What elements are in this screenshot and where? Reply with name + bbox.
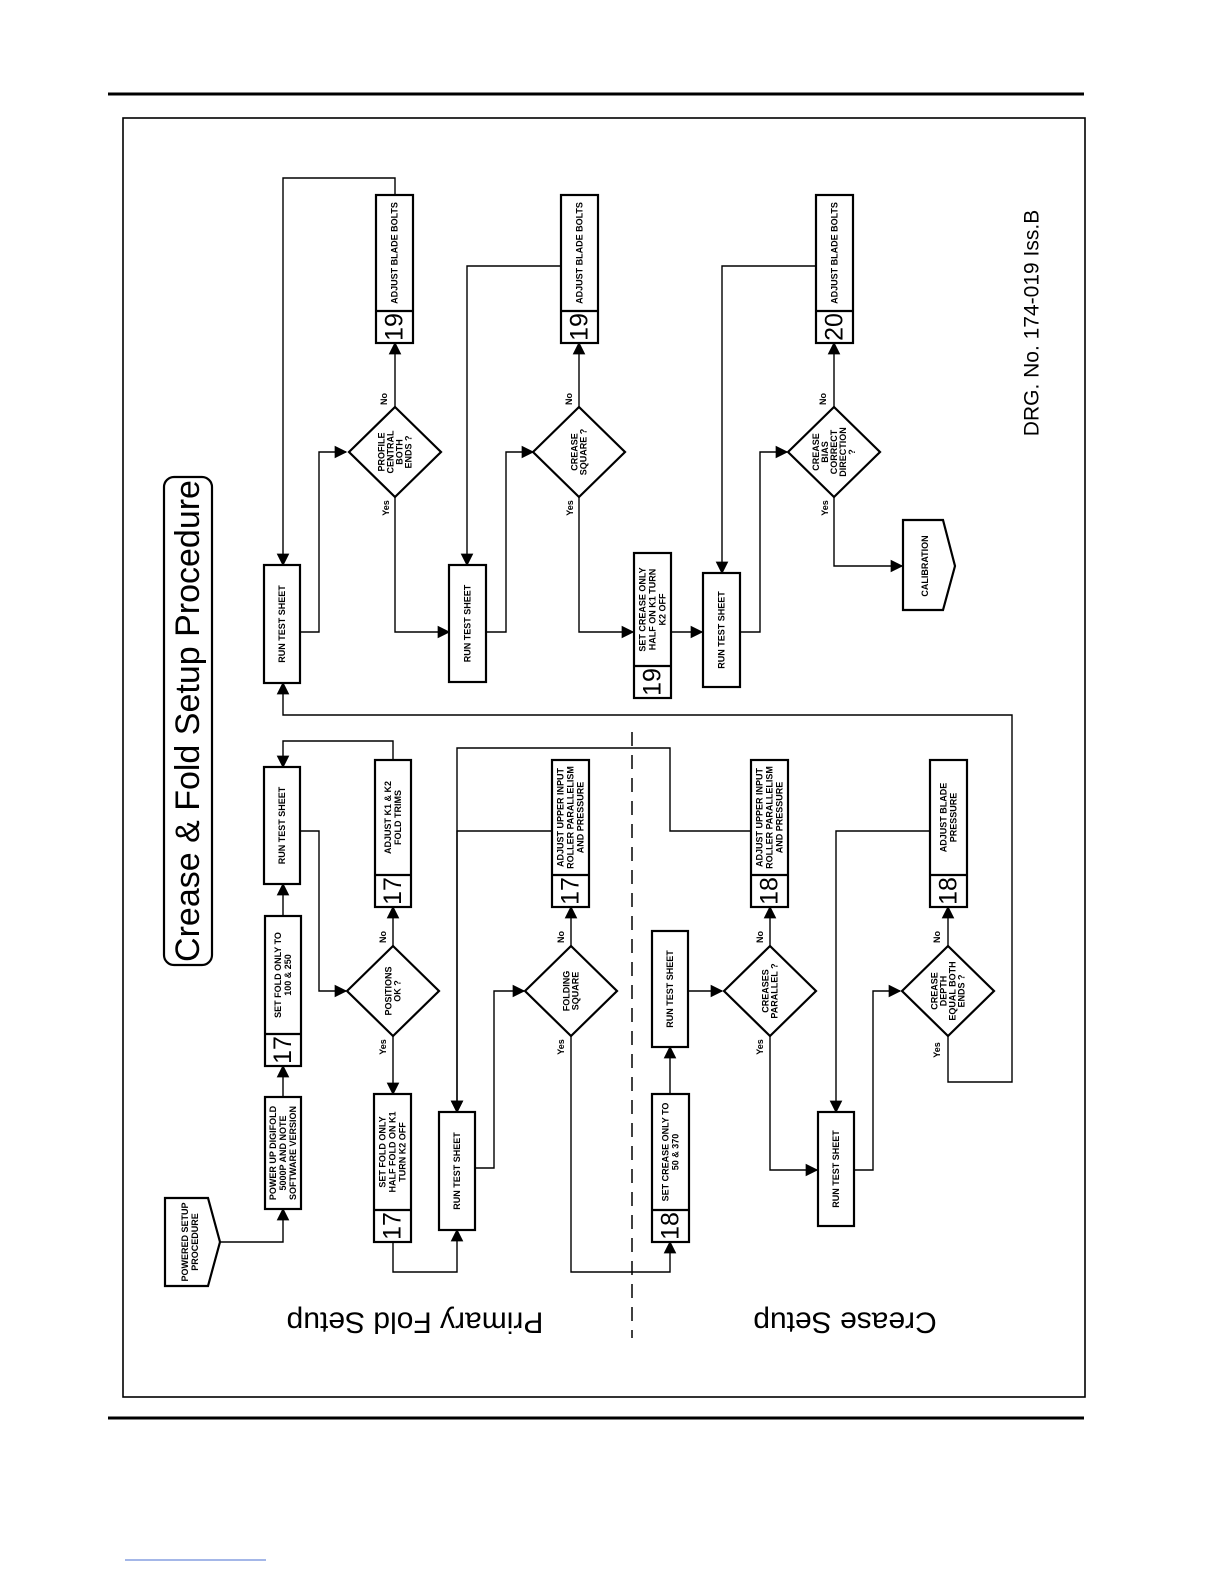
crease-only-step-label: SET CREASE ONLY TO50 & 370: [661, 1103, 681, 1202]
run-test-sheet-step-label: RUN TEST SHEET: [463, 584, 473, 662]
no-label: No: [818, 393, 828, 405]
folding-square-decision: [523, 944, 619, 1038]
run-test-sheet-step: [262, 563, 302, 685]
half-fold-step: [372, 1092, 413, 1244]
adjust-blade-bolts-step-section-number: 19: [566, 313, 594, 341]
roller-parallelism-step: [550, 758, 591, 909]
page-title: Crease & Fold Setup Procedure: [169, 480, 207, 962]
power-up-step: [263, 1095, 303, 1211]
blade-pressure-step: [928, 758, 969, 909]
fold-only-step: [263, 914, 303, 1068]
crease-only-step: [650, 1092, 691, 1244]
run-test-sheet-step-label: RUN TEST SHEET: [277, 585, 287, 663]
run-test-sheet-step: [816, 1110, 856, 1228]
half-crease-step-section-number: 19: [639, 668, 667, 696]
adjust-blade-bolts-step: [559, 193, 600, 345]
bias-decision-label: CREASEBIASCORRECTDIRECTION?: [811, 427, 857, 477]
yes-label: Yes: [565, 500, 575, 516]
no-label: No: [755, 931, 765, 943]
yes-label: Yes: [820, 500, 830, 516]
adjust-blade-bolts-step-section-number: 19: [381, 313, 409, 341]
calibration-terminal-label: CALIBRATION: [920, 535, 930, 596]
roller-parallelism-step-label: ADJUST UPPER INPUTROLLER PARALLELISMAND …: [556, 766, 586, 869]
adjust-trims-step-section-number: 17: [379, 877, 407, 905]
title-box: [162, 475, 214, 967]
yes-label: Yes: [932, 1042, 942, 1058]
profile-decision: [347, 405, 443, 499]
start-terminal: [163, 1196, 222, 1288]
connectors: [220, 177, 1013, 1273]
profile-decision-label: PROFILECENTRALBOTHENDS ?: [377, 430, 414, 473]
bias-decision: [786, 405, 882, 499]
adjust-blade-bolts-step-label: ADJUST BLADE BOLTS: [390, 202, 400, 304]
fold-only-step-label: SET FOLD ONLY TO100 & 250: [273, 932, 293, 1018]
no-label: No: [556, 931, 566, 943]
crease-square-decision: [531, 405, 627, 499]
crease-depth-decision: [900, 944, 996, 1038]
roller-parallelism-step-section-number: 18: [756, 877, 784, 905]
run-test-sheet-step-label: RUN TEST SHEET: [665, 950, 675, 1028]
branch-labels: Yes No Yes No Yes No Yes No Yes No Yes N…: [378, 393, 942, 1058]
blade-pressure-step-label: ADJUST BLADEPRESSURE: [939, 783, 959, 853]
yes-label: Yes: [755, 1039, 765, 1055]
run-test-sheet-step: [437, 1110, 477, 1232]
power-up-step-label: POWER UP DIGIFOLD5000P AND NOTESOFTWARE …: [268, 1105, 298, 1200]
section-heading-primary-fold: Primary Fold Setup: [287, 1306, 544, 1339]
positions-decision: [345, 944, 441, 1038]
run-test-sheet-step-label: RUN TEST SHEET: [277, 786, 287, 864]
adjust-blade-bolts-step-label: ADJUST BLADE BOLTS: [830, 202, 840, 304]
drawing-number: DRG. No. 174-019 Iss.B: [1021, 210, 1044, 436]
yes-label: Yes: [381, 500, 391, 516]
crease-square-decision-label: CREASESQUARE ?: [570, 429, 589, 476]
run-test-sheet-step-label: RUN TEST SHEET: [717, 591, 727, 669]
run-test-sheet-step-label: RUN TEST SHEET: [831, 1130, 841, 1208]
drawing-border: [122, 117, 1086, 1398]
half-crease-step: [632, 551, 673, 700]
adjust-trims-step-label: ADJUST K1 & K2FOLD TRIMS: [383, 781, 403, 854]
no-label: No: [379, 393, 389, 405]
creases-parallel-decision-label: CREASESPARALLEL ?: [761, 963, 780, 1018]
roller-parallelism-step-section-number: 17: [557, 877, 585, 905]
crease-only-step-section-number: 18: [657, 1212, 685, 1240]
run-test-sheet-step: [447, 563, 488, 684]
yes-label: Yes: [378, 1039, 388, 1055]
adjust-blade-bolts-step-label: ADJUST BLADE BOLTS: [575, 202, 585, 304]
no-label: No: [378, 931, 388, 943]
blade-pressure-step-section-number: 18: [935, 877, 963, 905]
crease-depth-decision-label: CREASEDEPTHEQUAL BOTHENDS ?: [930, 961, 967, 1020]
folding-square-decision-label: FOLDINGSQUARE: [562, 971, 581, 1012]
calibration-terminal: [901, 518, 957, 612]
start-terminal-label: POWERED SETUPPROCEDURE: [180, 1202, 200, 1281]
yes-label: Yes: [556, 1039, 566, 1055]
roller-parallelism-step-label: ADJUST UPPER INPUTROLLER PARALLELISMAND …: [755, 766, 785, 869]
creases-parallel-decision: [722, 944, 818, 1038]
half-fold-step-section-number: 17: [379, 1212, 407, 1240]
half-fold-step-label: SET FOLD ONLYHALF FOLD ON K1TURN K2 OFF: [378, 1112, 408, 1193]
no-label: No: [932, 931, 942, 943]
run-test-sheet-step-label: RUN TEST SHEET: [452, 1132, 462, 1210]
adjust-trims-step: [373, 758, 413, 909]
flowchart-nodes: POWERED SETUPPROCEDURE POWER UP DIGIFOLD5…: [163, 193, 996, 1288]
positions-decision-label: POSITIONSOK ?: [384, 966, 403, 1015]
adjust-blade-bolts-step: [814, 193, 855, 345]
no-label: No: [564, 393, 574, 405]
section-heading-crease: Crease Setup: [753, 1306, 936, 1339]
fold-only-step-section-number: 17: [269, 1036, 297, 1064]
run-test-sheet-step: [701, 571, 742, 689]
roller-parallelism-step: [749, 758, 790, 909]
adjust-blade-bolts-step-section-number: 20: [821, 313, 849, 341]
adjust-blade-bolts-step: [374, 193, 415, 345]
half-crease-step-label: SET CREASE ONLYHALF ON K1 TURNK2 OFF: [638, 567, 668, 651]
run-test-sheet-step: [262, 765, 302, 886]
run-test-sheet-step: [650, 929, 690, 1049]
